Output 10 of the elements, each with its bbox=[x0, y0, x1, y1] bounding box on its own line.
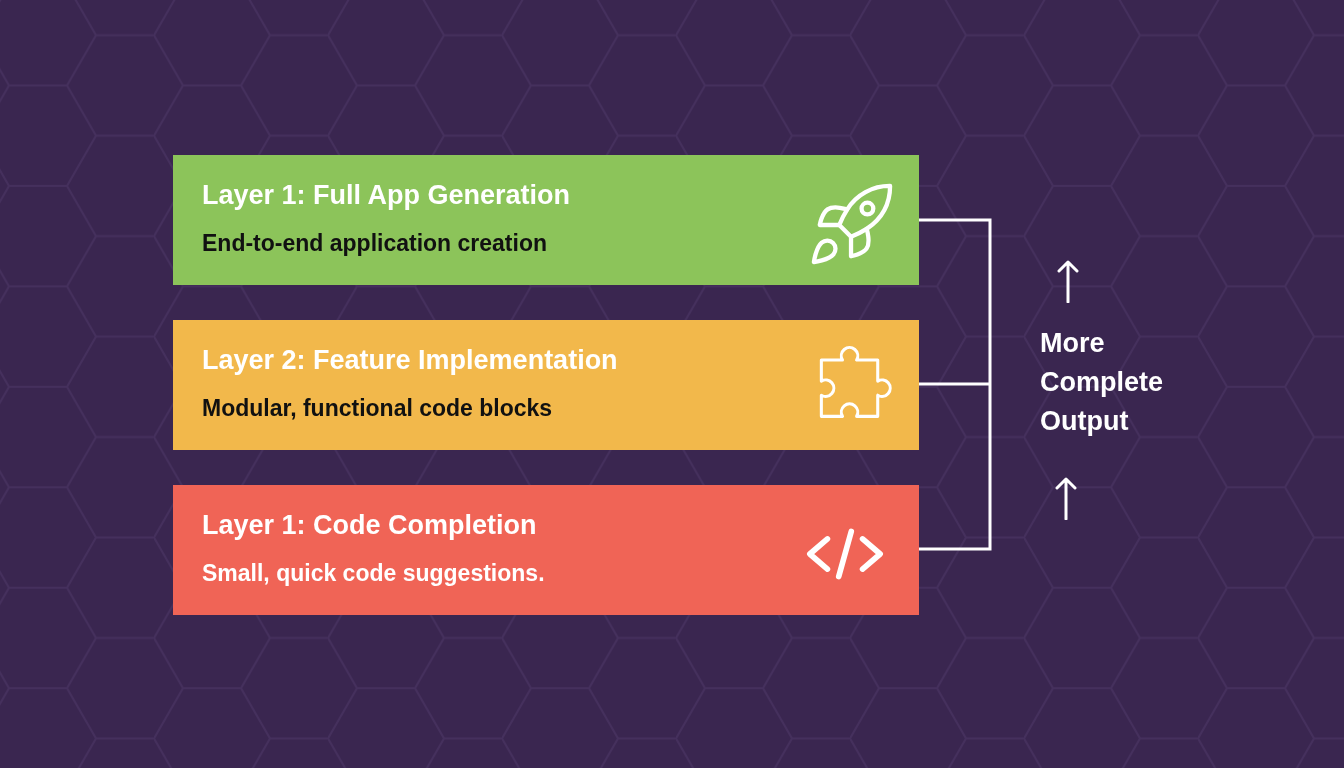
layer-band bbox=[173, 485, 919, 615]
band-description: Modular, functional code blocks bbox=[202, 394, 553, 423]
band-heading: Layer 1: Code Completion bbox=[202, 509, 537, 542]
band-description: End-to-end application creation bbox=[202, 229, 547, 258]
band-heading: Layer 2: Feature Implementation bbox=[202, 344, 618, 377]
band-heading: Layer 1: Full App Generation bbox=[202, 179, 571, 212]
layer-band bbox=[173, 155, 919, 285]
output-label: More Complete Output bbox=[1040, 327, 1165, 438]
band-description: Small, quick code suggestions. bbox=[202, 559, 545, 588]
layer-band bbox=[173, 320, 919, 450]
